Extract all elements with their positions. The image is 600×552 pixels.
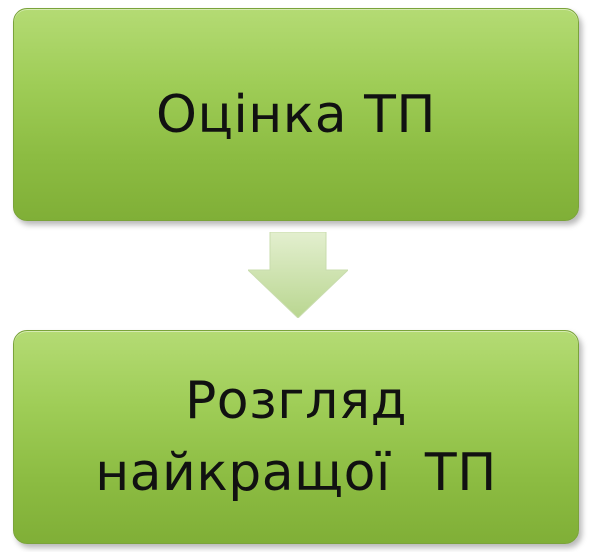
step-label-review-line2: найкращої ТП: [95, 443, 497, 503]
step-box-review-best: Розгляд найкращої ТП: [13, 330, 579, 544]
step-label-evaluation: Оцінка ТП: [156, 84, 436, 145]
step-box-evaluation: Оцінка ТП: [13, 8, 579, 221]
step-label-review-line1: Розгляд: [184, 371, 408, 431]
down-arrow-icon: [248, 232, 348, 318]
